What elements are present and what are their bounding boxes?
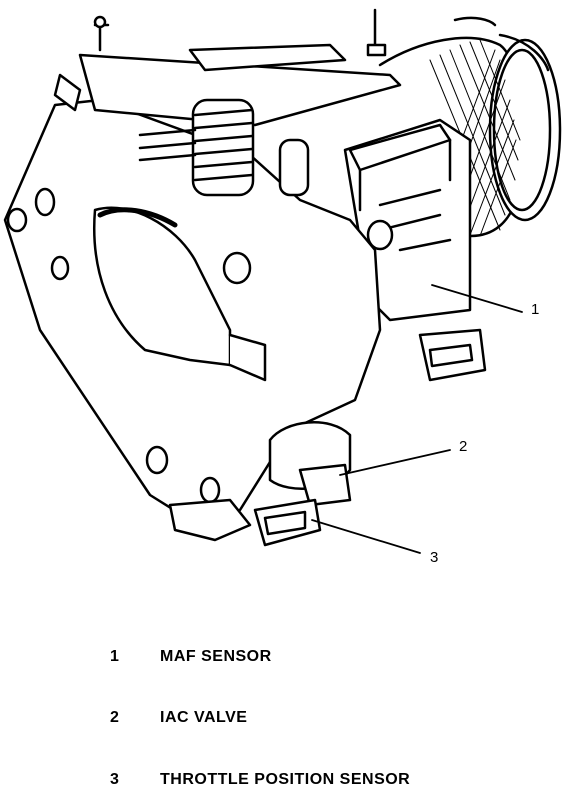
intake-mesh [429, 39, 521, 237]
return-spring [138, 98, 255, 197]
throttle-body-flange [3, 98, 445, 522]
legend-label: MAF SENSOR [160, 648, 272, 665]
legend-label: IAC VALVE [160, 709, 248, 726]
legend-number: 1 [110, 648, 119, 665]
tps-body [168, 498, 322, 547]
callout-number-2: 2 [459, 438, 468, 455]
throttle-body-illustration [3, 8, 562, 554]
maf-connector [418, 328, 487, 382]
throttle-linkage [53, 8, 402, 127]
legend-number: 3 [110, 771, 119, 788]
callout-number-3: 3 [430, 549, 439, 566]
callout-leader-3 [311, 519, 421, 554]
callout-leader-1 [431, 284, 523, 313]
legend-number: 2 [110, 709, 119, 726]
callout-number-1: 1 [531, 301, 540, 318]
iac-valve-body [268, 421, 352, 507]
legend-label: THROTTLE POSITION SENSOR [160, 771, 411, 788]
callout-leader-2 [339, 449, 451, 476]
idle-stop-screw [278, 138, 310, 197]
